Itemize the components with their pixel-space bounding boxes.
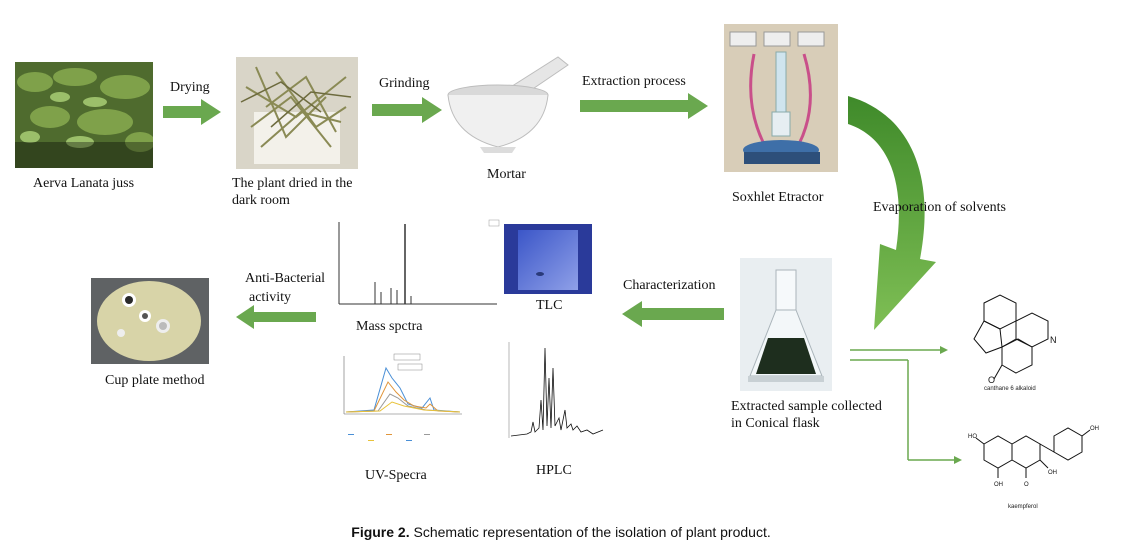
arrow-extraction bbox=[580, 93, 708, 119]
tlc-label: TLC bbox=[536, 298, 563, 313]
arrow-label-antibacterial-1: Anti-Bacterial bbox=[245, 271, 326, 286]
svg-text:O: O bbox=[1024, 482, 1029, 488]
kaempferol-label: kaempferol bbox=[1008, 504, 1038, 510]
arrow-to-compounds bbox=[850, 346, 962, 464]
mortar-label: Mortar bbox=[487, 167, 526, 182]
arrow-antibacterial bbox=[236, 305, 316, 329]
dried-plant-photo bbox=[236, 57, 358, 169]
svg-text:N: N bbox=[1050, 335, 1057, 345]
figure-caption: Figure 2. Schematic representation of th… bbox=[0, 524, 1122, 540]
caption-label: Figure 2. bbox=[351, 524, 410, 540]
uv-spectra-label: UV-Specra bbox=[365, 468, 427, 483]
hplc-label: HPLC bbox=[536, 463, 572, 478]
canthine-label: canthane 6 alkaloid bbox=[984, 386, 1036, 392]
arrow-label-drying: Drying bbox=[170, 80, 210, 95]
hplc-chromatogram bbox=[507, 338, 607, 442]
svg-text:OH: OH bbox=[1090, 426, 1099, 432]
soxhlet-label: Soxhlet Etractor bbox=[732, 190, 824, 205]
mass-spectrum-chart bbox=[335, 218, 501, 310]
tlc-plate-photo bbox=[504, 224, 592, 294]
svg-text:HO: HO bbox=[968, 434, 977, 440]
plant-photo bbox=[15, 62, 153, 168]
caption-text: Schematic representation of the isolatio… bbox=[413, 524, 771, 540]
conical-flask-photo bbox=[740, 258, 832, 391]
soxhlet-photo bbox=[724, 24, 838, 172]
kaempferol-structure: HO OH O OH OH bbox=[968, 426, 1099, 488]
arrow-drying bbox=[163, 99, 221, 125]
mortar-illustration bbox=[447, 56, 569, 153]
arrow-label-grinding: Grinding bbox=[379, 76, 430, 91]
arrow-evaporation bbox=[848, 96, 936, 330]
svg-text:OH: OH bbox=[994, 482, 1003, 488]
canthine-alkaloid-structure: N O bbox=[973, 294, 1057, 385]
dried-plant-label: The plant dried in the dark room bbox=[232, 176, 353, 208]
svg-text:OH: OH bbox=[1048, 470, 1057, 476]
cup-plate-label: Cup plate method bbox=[105, 373, 205, 388]
arrow-grinding bbox=[372, 97, 442, 123]
svg-text:O: O bbox=[988, 375, 995, 385]
cup-plate-photo bbox=[91, 278, 209, 364]
arrow-label-characterization: Characterization bbox=[623, 278, 716, 293]
arrow-label-extraction: Extraction process bbox=[582, 74, 686, 89]
plant-label: Aerva Lanata juss bbox=[33, 176, 135, 191]
uv-spectra-chart bbox=[334, 348, 464, 458]
mass-spectra-label: Mass spctra bbox=[356, 319, 423, 334]
arrow-label-antibacterial-2: activity bbox=[249, 290, 291, 305]
arrow-characterization bbox=[622, 301, 724, 327]
arrow-label-evaporation: Evaporation of solvents bbox=[873, 200, 1006, 215]
extracted-sample-label: Extracted sample collected in Conical fl… bbox=[731, 399, 882, 431]
